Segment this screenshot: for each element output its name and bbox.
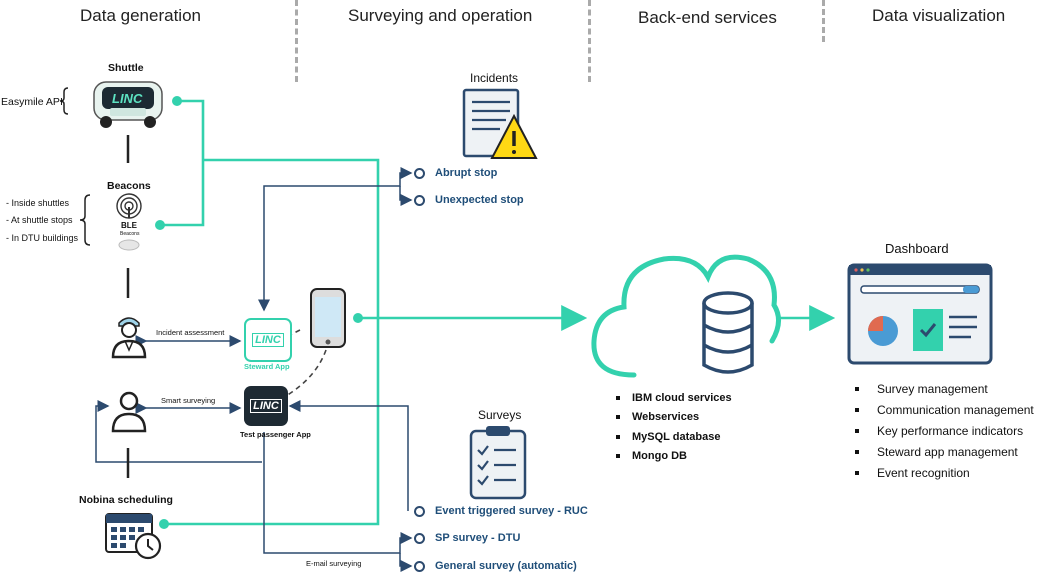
circle-bullet-icon — [414, 532, 425, 544]
circle-bullet-icon — [414, 194, 425, 206]
backend-item: MySQL database — [616, 431, 720, 443]
incident-item-abrupt-stop: Abrupt stop — [414, 167, 497, 179]
easymile-api-label: Easymile API — [1, 96, 63, 108]
circle-bullet-icon — [414, 167, 425, 179]
steward-person-icon — [111, 317, 147, 359]
smart-surveying-label: Smart surveying — [161, 396, 216, 405]
ble-beacon-icon — [116, 193, 142, 251]
backend-label: IBM cloud services — [632, 392, 732, 404]
dashboard-icon — [847, 263, 993, 365]
steward-app-icon: LINC — [244, 318, 292, 362]
dashboard-label: Survey management — [877, 382, 988, 396]
survey-item: Event triggered survey - RUC — [414, 505, 588, 517]
incidents-title: Incidents — [470, 71, 519, 85]
incident-label: Unexpected stop — [435, 194, 524, 206]
cloud-database-icon — [591, 254, 781, 378]
column-divider-1 — [295, 0, 298, 82]
survey-label: General survey (automatic) — [435, 560, 577, 572]
passenger-person-icon — [111, 391, 147, 433]
beacons-title: Beacons — [107, 180, 151, 192]
incident-label: Abrupt stop — [435, 167, 498, 179]
backend-item: IBM cloud services — [616, 392, 732, 404]
survey-clipboard-icon — [469, 426, 527, 500]
survey-label: Event triggered survey - RUC — [435, 505, 588, 517]
column-divider-2 — [588, 0, 591, 82]
smartphone-icon — [310, 288, 346, 348]
square-bullet-icon — [616, 415, 620, 419]
square-bullet-icon — [616, 454, 620, 458]
column-divider-3 — [822, 0, 825, 42]
passenger-app-logo: LINC — [250, 399, 282, 413]
passenger-app-label: Test passenger App — [240, 430, 311, 439]
backend-label: Webservices — [632, 411, 700, 423]
scheduling-title: Nobina scheduling — [79, 494, 173, 506]
backend-label: Mongo DB — [632, 450, 687, 462]
beacon-location: - At shuttle stops — [6, 215, 73, 225]
ble-sub-label: Beacons — [120, 231, 140, 237]
survey-label: SP survey - DTU — [435, 532, 521, 544]
dashboard-item: Steward app management — [855, 445, 1018, 459]
incident-item-unexpected-stop: Unexpected stop — [414, 194, 524, 206]
square-bullet-icon — [855, 429, 859, 433]
calendar-clock-icon — [105, 513, 162, 560]
square-bullet-icon — [855, 408, 859, 412]
dashboard-item: Key performance indicators — [855, 424, 1023, 438]
ble-label: BLE — [121, 221, 137, 230]
email-surveying-label: E-mail surveying — [306, 559, 362, 568]
column-header-visualization: Data visualization — [872, 6, 1006, 25]
incident-warning-icon — [462, 88, 538, 159]
surveys-title: Surveys — [478, 408, 522, 422]
column-header-surveying: Surveying and operation — [348, 6, 533, 25]
backend-item: Mongo DB — [616, 450, 687, 462]
dashboard-label: Event recognition — [877, 466, 970, 480]
dashboard-label: Communication management — [877, 403, 1034, 417]
survey-item: SP survey - DTU — [414, 532, 520, 544]
backend-item: Webservices — [616, 411, 699, 423]
column-header-backend: Back-end services — [638, 8, 777, 27]
passenger-app-icon: LINC — [244, 386, 288, 426]
dashboard-title: Dashboard — [885, 241, 949, 256]
backend-label: MySQL database — [632, 431, 721, 443]
column-header-data-generation: Data generation — [80, 6, 201, 25]
shuttle-logo: LINC — [112, 91, 143, 106]
survey-item: General survey (automatic) — [414, 560, 577, 572]
dashboard-item: Communication management — [855, 403, 1034, 417]
dashboard-item: Event recognition — [855, 466, 970, 480]
beacon-location: - In DTU buildings — [6, 233, 79, 243]
shuttle-icon — [93, 81, 163, 128]
circle-bullet-icon — [414, 505, 425, 517]
square-bullet-icon — [855, 450, 859, 454]
beacon-location: - Inside shuttles — [6, 198, 70, 208]
circle-bullet-icon — [414, 560, 425, 572]
shuttle-title: Shuttle — [108, 62, 144, 74]
dashboard-item: Survey management — [855, 382, 988, 396]
square-bullet-icon — [616, 435, 620, 439]
steward-app-logo: LINC — [252, 333, 284, 347]
square-bullet-icon — [855, 387, 859, 391]
square-bullet-icon — [855, 471, 859, 475]
incident-assessment-label: Incident assessment — [156, 328, 225, 337]
dashboard-label: Key performance indicators — [877, 424, 1024, 438]
steward-app-label: Steward App — [244, 362, 290, 371]
dashboard-label: Steward app management — [877, 445, 1018, 459]
square-bullet-icon — [616, 396, 620, 400]
